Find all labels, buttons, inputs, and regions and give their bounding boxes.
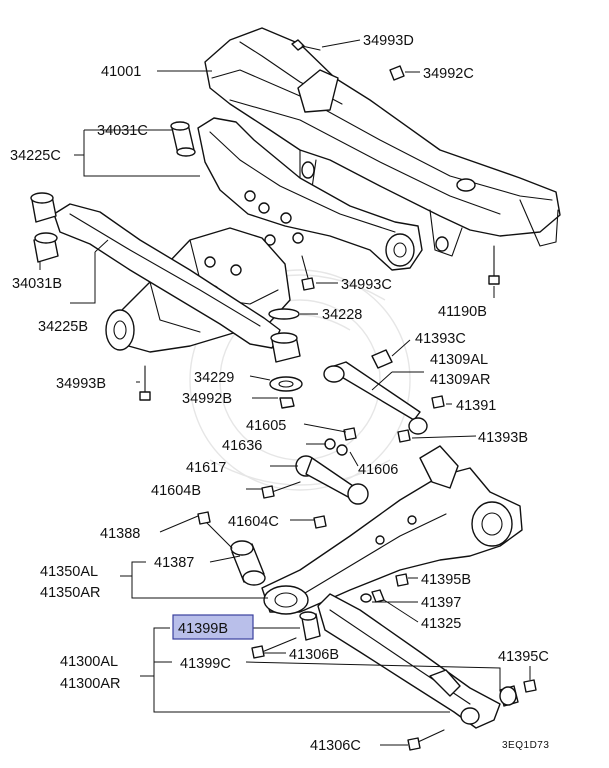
label-41604b[interactable]: 41604B xyxy=(151,483,201,499)
label-41395c[interactable]: 41395C xyxy=(498,649,549,665)
bolt-41388[interactable] xyxy=(197,511,233,549)
label-34225c[interactable]: 34225C xyxy=(10,148,61,164)
label-41391[interactable]: 41391 xyxy=(456,398,496,414)
label-41636[interactable]: 41636 xyxy=(222,438,262,454)
label-41397[interactable]: 41397 xyxy=(421,595,461,611)
upper-arm-41617[interactable] xyxy=(295,427,369,505)
nut-41395b[interactable] xyxy=(395,573,409,587)
label-41388[interactable]: 41388 xyxy=(100,526,140,542)
label-41395b[interactable]: 41395B xyxy=(421,572,471,588)
label-41001[interactable]: 41001 xyxy=(101,64,141,80)
label-41617[interactable]: 41617 xyxy=(186,460,226,476)
label-41306c[interactable]: 41306C xyxy=(310,738,361,754)
bushing-41399b[interactable] xyxy=(299,611,321,641)
bolt-41306c[interactable] xyxy=(407,729,445,751)
nut-34992c[interactable] xyxy=(389,65,405,81)
label-34031c[interactable]: 34031C xyxy=(97,123,148,139)
diff-support-member-34225c[interactable] xyxy=(197,117,423,271)
label-41605[interactable]: 41605 xyxy=(246,418,286,434)
label-34992c[interactable]: 34992C xyxy=(423,66,474,82)
bushing-41399c[interactable] xyxy=(499,685,519,707)
label-41399b[interactable]: 41399B xyxy=(178,621,228,637)
label-34993d[interactable]: 34993D xyxy=(363,33,414,49)
bushing-34228[interactable] xyxy=(268,308,301,363)
label-34225b[interactable]: 34225B xyxy=(38,319,88,335)
lower-arm-41300[interactable] xyxy=(317,589,501,729)
bolt-34993d[interactable] xyxy=(291,39,321,51)
label-34993b[interactable]: 34993B xyxy=(56,376,106,392)
bushing-41387[interactable] xyxy=(230,540,266,586)
washer-41397[interactable] xyxy=(360,593,372,603)
bushing-34031b[interactable] xyxy=(30,192,59,263)
label-41393c[interactable]: 41393C xyxy=(415,331,466,347)
leader-lines xyxy=(39,39,531,746)
label-41350al[interactable]: 41350AL xyxy=(40,564,98,580)
label-41300ar[interactable]: 41300AR xyxy=(60,676,120,692)
label-41350ar[interactable]: 41350AR xyxy=(40,585,100,601)
label-34031b[interactable]: 34031B xyxy=(12,276,62,292)
bolt-41190b[interactable] xyxy=(488,245,500,285)
label-41309ar[interactable]: 41309AR xyxy=(430,372,490,388)
label-41309al[interactable]: 41309AL xyxy=(430,352,488,368)
highlight-box xyxy=(172,614,254,640)
label-41606[interactable]: 41606 xyxy=(358,462,398,478)
spacer-34229[interactable] xyxy=(269,376,303,392)
bushing-34031c[interactable] xyxy=(170,121,196,157)
label-34992b[interactable]: 34992B xyxy=(182,391,232,407)
label-41325[interactable]: 41325 xyxy=(421,616,461,632)
bolt-41306b[interactable] xyxy=(251,637,297,659)
bolt-34993c[interactable] xyxy=(301,255,315,291)
label-41387[interactable]: 41387 xyxy=(154,555,194,571)
image-code: 3EQ1D73 xyxy=(502,740,549,751)
bolt-41604b[interactable] xyxy=(261,481,301,499)
label-34228[interactable]: 34228 xyxy=(322,307,362,323)
toe-control-arm-41309[interactable] xyxy=(323,349,445,443)
nut-34992b[interactable] xyxy=(279,397,295,409)
label-34229[interactable]: 34229 xyxy=(194,370,234,386)
bolt-41604c[interactable] xyxy=(313,515,327,529)
part-labels: 34993D 41001 34992C 34031C 34225C 34031B… xyxy=(10,33,549,754)
bolt-34993b[interactable] xyxy=(139,365,151,401)
label-41306b[interactable]: 41306B xyxy=(289,647,339,663)
nut-41395c[interactable] xyxy=(523,679,537,693)
label-34993c[interactable]: 34993C xyxy=(341,277,392,293)
label-41393b[interactable]: 41393B xyxy=(478,430,528,446)
label-41190b[interactable]: 41190B xyxy=(438,304,487,320)
label-41604c[interactable]: 41604C xyxy=(228,514,279,530)
label-41300al[interactable]: 41300AL xyxy=(60,654,118,670)
label-41399c[interactable]: 41399C xyxy=(180,656,231,672)
